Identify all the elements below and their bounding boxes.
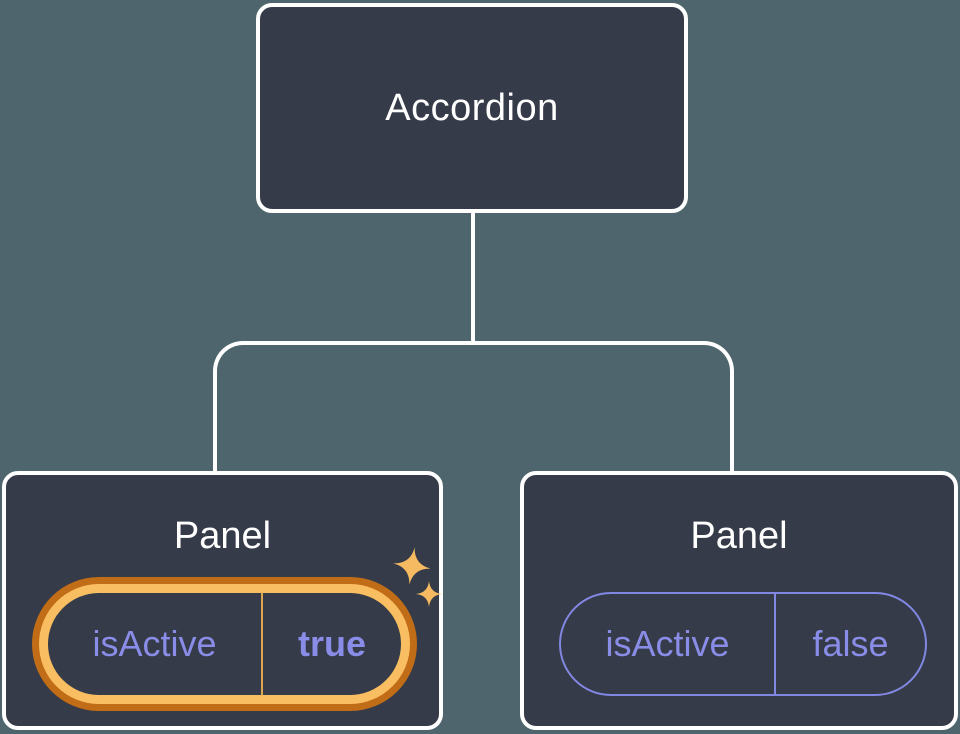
state-value-cell: true: [263, 593, 401, 695]
state-pill-divider: [261, 593, 263, 695]
state-key-cell: isActive: [48, 593, 261, 695]
state-key-cell: isActive: [561, 594, 774, 694]
state-key-label: isActive: [605, 623, 730, 664]
state-pill-divider: [774, 594, 776, 694]
state-pill-highlight-ring: isActive true: [39, 584, 410, 704]
connector-branch: [213, 341, 734, 471]
node-panel-inactive-label: Panel: [690, 515, 788, 557]
sparkles-icon: [393, 547, 442, 607]
state-value-label: true: [297, 623, 366, 664]
state-pill-core: isActive true: [48, 593, 401, 695]
state-key-label: isActive: [92, 623, 217, 664]
state-pill-plain: isActive false: [559, 592, 927, 696]
node-accordion-label: Accordion: [385, 86, 559, 129]
node-panel-active-label: Panel: [173, 515, 272, 557]
connector-stem: [471, 211, 475, 343]
state-value-label: false: [812, 623, 889, 664]
node-accordion: Accordion: [256, 3, 688, 213]
state-value-cell: false: [776, 594, 925, 694]
node-panel-inactive: Panel isActive false: [520, 471, 958, 730]
state-pill-highlighted: isActive true: [32, 577, 417, 711]
node-panel-active: Panel isActive true: [2, 471, 443, 730]
